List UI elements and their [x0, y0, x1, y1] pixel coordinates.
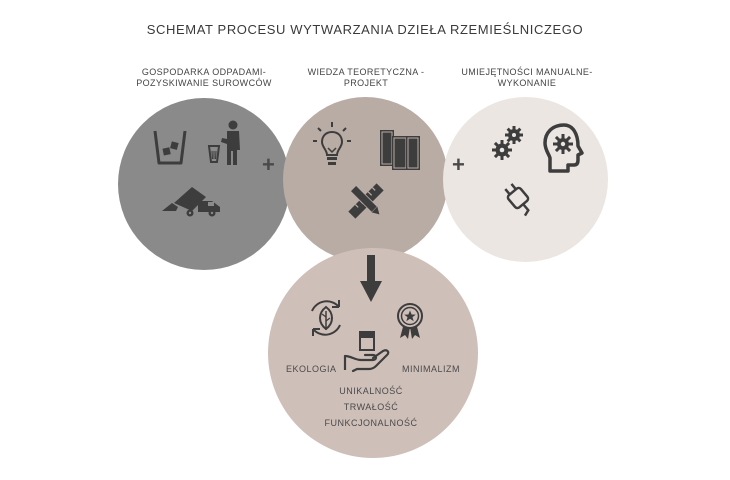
label-trwalosc: TRWAŁOŚĆ	[343, 402, 399, 412]
caption-theory-project: WIEDZA TEORETYCZNA - PROJEKT	[307, 67, 425, 88]
recycle-leaf-icon	[311, 300, 341, 336]
label-ekologia: EKOLOGIA	[286, 364, 337, 374]
caption-manual-skills: UMIEJĘTNOŚCI MANUALNE- WYKONANIE	[461, 67, 593, 88]
pencil-ruler-icon	[348, 183, 384, 219]
gears-icon	[492, 126, 523, 160]
books-icon	[380, 130, 420, 170]
dump-truck-icon	[162, 187, 220, 217]
circle-manual-skills	[443, 97, 608, 262]
trash-bin-icon	[153, 130, 187, 165]
person-trash-icon	[207, 120, 240, 165]
label-funkcjonalnosc: FUNKCJONALNOŚĆ	[324, 418, 418, 428]
plug-icon	[504, 183, 530, 217]
plus-sign-1: +	[262, 152, 275, 177]
badge-star-icon	[397, 303, 423, 339]
lightbulb-icon	[313, 122, 351, 165]
plus-sign-2: +	[452, 152, 465, 177]
caption-waste-management: GOSPODARKA ODPADAMI- POZYSKIWANIE SUROWC…	[136, 67, 272, 88]
circle-waste-management	[118, 98, 290, 270]
hand-jar-icon	[343, 331, 390, 373]
down-arrow-icon	[360, 255, 382, 302]
label-unikalnosc: UNIKALNOŚĆ	[339, 386, 403, 396]
label-minimalizm: MINIMALIZM	[402, 364, 460, 374]
diagram-title: SCHEMAT PROCESU WYTWARZANIA DZIEŁA RZEMI…	[146, 22, 584, 37]
head-gear-icon	[543, 123, 584, 173]
circle-theory-project	[283, 97, 448, 262]
